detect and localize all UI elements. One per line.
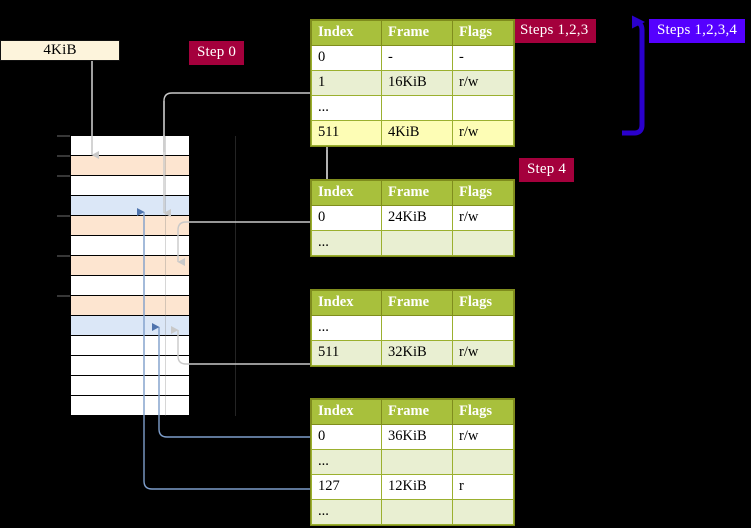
- cell-frame: [381, 95, 453, 121]
- cell-flags: [452, 449, 514, 475]
- cell-index: 127: [311, 474, 382, 500]
- cell-frame: 16KiB: [381, 70, 453, 96]
- cell-flags: [452, 230, 514, 256]
- cell-flags: r/w: [452, 340, 514, 366]
- cell-flags: [452, 95, 514, 121]
- cell-index: ...: [311, 449, 382, 475]
- badge-steps-1234-label: Steps 1,2,3,4: [657, 22, 738, 38]
- cell-index: ...: [311, 95, 382, 121]
- memory-row-7: [71, 276, 189, 296]
- memory-row-2: [71, 176, 189, 196]
- table-row: 0--: [311, 45, 514, 71]
- cell-flags: [452, 315, 514, 341]
- column-header-index: Index: [311, 180, 382, 206]
- column-header-frame: Frame: [381, 20, 453, 46]
- memory-row-4: [71, 216, 189, 236]
- column-header-index: Index: [311, 399, 382, 425]
- cell-frame: 32KiB: [381, 340, 453, 366]
- badge-steps-123: Steps 1,2,3: [512, 19, 597, 43]
- cell-frame: [381, 449, 453, 475]
- memory-row-10: [71, 336, 189, 356]
- badge-step-4-label: Step 4: [527, 161, 567, 177]
- badge-step-0-label: Step 0: [197, 44, 237, 60]
- cell-index: ...: [311, 499, 382, 525]
- table-row: ...: [311, 449, 514, 475]
- cell-flags: r/w: [452, 205, 514, 231]
- cell-flags: -: [452, 45, 514, 71]
- frame-box-label: 4KiB: [43, 42, 77, 58]
- badge-step-0: Step 0: [189, 41, 245, 65]
- connector-l3-to-memory: [177, 221, 310, 266]
- memory-row-5: [71, 236, 189, 256]
- cell-index: 0: [311, 424, 382, 450]
- column-header-flags: Flags: [452, 180, 514, 206]
- frame-box-4kib: 4KiB: [0, 40, 120, 61]
- connector-l2-to-memory: [171, 326, 310, 365]
- column-header-flags: Flags: [452, 399, 514, 425]
- memory-row-3: [71, 196, 189, 216]
- cell-flags: r/w: [452, 70, 514, 96]
- cell-index: ...: [311, 315, 382, 341]
- cell-frame: -: [381, 45, 453, 71]
- cell-flags: r: [452, 474, 514, 500]
- memory-row-13: [71, 396, 189, 416]
- memory-guide-column-1: [235, 136, 236, 416]
- memory-row-9: [71, 316, 189, 336]
- cell-frame: 36KiB: [381, 424, 453, 450]
- memory-guide-column-0: [165, 136, 166, 416]
- memory-row-6: [71, 256, 189, 276]
- memory-row-11: [71, 356, 189, 376]
- column-header-index: Index: [311, 20, 382, 46]
- column-header-flags: Flags: [452, 20, 514, 46]
- memory-row-1: [71, 156, 189, 176]
- cell-flags: r/w: [452, 424, 514, 450]
- cell-frame: [381, 230, 453, 256]
- memory-row-12: [71, 376, 189, 396]
- badge-steps-123-label: Steps 1,2,3: [520, 22, 589, 38]
- cell-frame: [381, 315, 453, 341]
- memory-row-0: [71, 136, 189, 156]
- cell-flags: [452, 499, 514, 525]
- cell-index: 0: [311, 205, 382, 231]
- table-row: ...: [311, 95, 514, 121]
- cell-index: ...: [311, 230, 382, 256]
- physical-memory-column: [70, 135, 236, 416]
- cell-flags: r/w: [452, 120, 514, 146]
- badge-steps-1234: Steps 1,2,3,4: [649, 19, 746, 43]
- memory-row-8: [71, 296, 189, 316]
- column-header-frame: Frame: [381, 180, 453, 206]
- table-row: ...: [311, 499, 514, 525]
- cell-frame: 4KiB: [381, 120, 453, 146]
- cell-index: 1: [311, 70, 382, 96]
- column-header-index: Index: [311, 290, 382, 316]
- cell-frame: 24KiB: [381, 205, 453, 231]
- badge-step-4: Step 4: [519, 158, 575, 182]
- cell-index: 0: [311, 45, 382, 71]
- cell-index: 511: [311, 340, 382, 366]
- table-row: ...: [311, 315, 514, 341]
- column-header-frame: Frame: [381, 399, 453, 425]
- column-header-flags: Flags: [452, 290, 514, 316]
- cell-frame: [381, 499, 453, 525]
- table-row: ...: [311, 230, 514, 256]
- memory-tick-marks: [57, 135, 70, 297]
- big-blue-step-arrow: [622, 15, 645, 136]
- column-header-frame: Frame: [381, 290, 453, 316]
- cell-frame: 12KiB: [381, 474, 453, 500]
- cell-index: 511: [311, 120, 382, 146]
